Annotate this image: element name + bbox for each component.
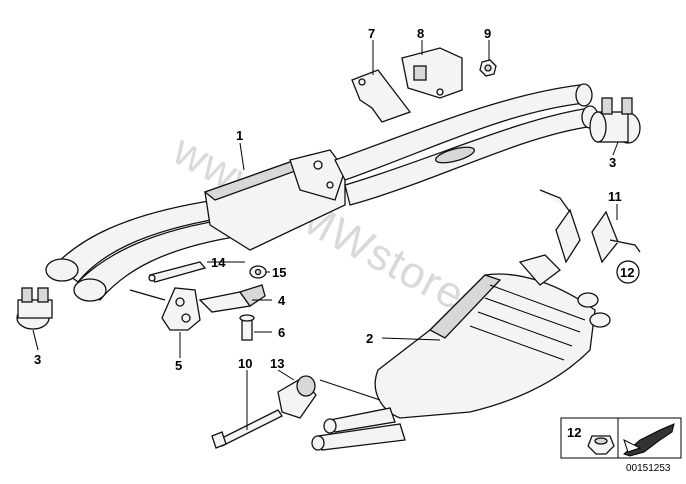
bolt-6 [239,314,255,341]
callout-2: 2 [366,331,373,346]
rear-pipes [334,83,599,206]
inset-box: 12 00151253 [560,417,682,474]
callout-9: 9 [484,26,491,41]
front-pipe-assembly [45,199,241,302]
callout-12: 12 [620,265,634,280]
leader-lines [32,40,619,430]
callout-4: 4 [278,293,286,308]
mount-8 [401,47,463,99]
callouts: 1 2 3 3 4 5 6 7 8 9 10 11 12 13 14 15 [34,26,640,373]
inset-label: 12 [567,425,581,440]
nut-9 [479,59,497,77]
callout-5: 5 [175,358,182,373]
center-muffler [203,149,346,251]
bracket-4 [198,284,266,313]
clamp-3-right [589,97,641,144]
callout-13: 13 [270,356,284,371]
reference-number: 00151253 [626,463,671,474]
callout-11: 11 [608,189,622,204]
hanger-5 [129,287,201,331]
inset-nut-hole [594,437,608,445]
bracket-7 [351,69,412,123]
callout-7: 7 [368,26,375,41]
callout-10: 10 [238,356,252,371]
rubber-mount-13 [277,375,317,419]
callout-14: 14 [211,255,226,270]
callout-8: 8 [417,26,424,41]
inset-arrow-head [623,439,642,453]
rear-muffler [374,254,611,419]
strap-14 [148,261,207,283]
callout-15: 15 [272,265,286,280]
callout-12-circle [616,260,640,284]
rear-tailpipes [311,407,406,451]
callout-3-right: 3 [609,155,616,170]
nut-15 [249,265,267,279]
callout-1: 1 [236,128,243,143]
hanger-11 [539,189,641,264]
bolt-10 [211,409,283,449]
clamp-3-left [16,287,53,330]
callout-3-left: 3 [34,352,41,367]
callout-6: 6 [278,325,285,340]
